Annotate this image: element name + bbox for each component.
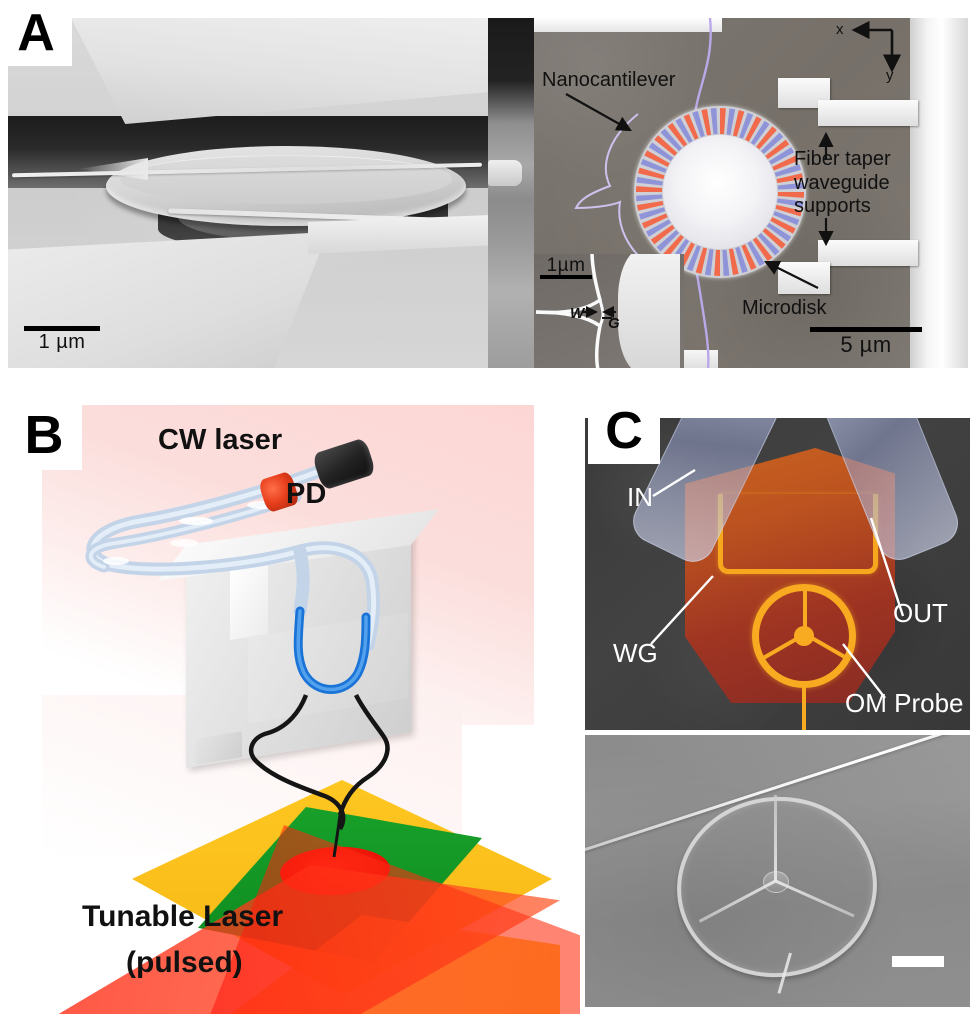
microdisk-body [106,146,466,226]
sem-spoke-1 [774,795,777,881]
panel-letter-a: A [0,0,72,66]
inset-dim-label-width: W [570,305,585,322]
label-nanocantilever: Nanocantilever [542,69,676,91]
panel-a-inset-taper-gap: 1µm W G [534,254,684,368]
scalebar-line [24,326,100,331]
inset-dim-label-gap: G [608,315,620,332]
label-tunable-laser: Tunable Laser [82,900,284,933]
optical-fiber-loop [85,460,390,858]
axis-label-x: x [836,21,844,38]
chip-edge-feature [488,160,522,186]
panel-c-bottom-sem-image [585,735,970,1007]
panel-b-schematic: CW laser PD Tunable Laser (pulsed) [0,395,580,1014]
label-out: OUT [893,598,948,628]
inset-scalebar-label: 1µm [546,255,586,276]
inset-dimension-arrows [582,306,616,319]
panel-a-right-sem-image: Nanocantilever Fiber taper waveguide sup… [488,18,968,368]
support-finger-2 [818,100,918,126]
panel-a-left-scalebar: 1 µm [24,326,100,354]
support-finger-4 [778,262,830,294]
scalebar-line [810,327,922,332]
label-om-probe: OM Probe [845,688,964,718]
microdisk-center [663,135,777,249]
lower-left-substrate-slab [8,232,328,368]
label-microdisk: Microdisk [742,297,827,319]
panel-c-bottom-scalebar [892,956,944,967]
label-fiber-taper-supports: Fiber taper waveguide supports [794,148,891,218]
panel-a-annotation-arrows [565,20,902,289]
support-finger-3 [818,240,918,266]
inset-support-block [618,254,680,368]
label-wg: WG [613,638,658,668]
panel-letter-c: C [588,398,660,464]
chip-edge-strip [488,18,534,368]
scalebar-label: 5 µm [840,332,892,357]
om-probe-stem [802,686,806,730]
panel-a-inset-scalebar: 1µm [540,256,592,279]
label-photodetector: PD [286,478,327,510]
microdisk-with-wgm-overlay [634,106,806,278]
nanocantilever-arc [574,113,653,269]
panel-letter-b: B [6,400,82,470]
label-in: IN [627,482,653,512]
microdisk-top-surface [120,155,452,204]
panel-c-leader-lines [650,468,905,699]
right-bright-edge [910,18,968,368]
inset-scalebar-line [540,275,592,279]
panel-a-right-scalebar: 5 µm [810,327,922,358]
panel-a-left-sem-image: 1 µm [8,18,488,368]
label-tunable-laser-pulsed: (pulsed) [126,946,243,979]
upper-substrate-slab [68,18,488,124]
top-support-pad [534,18,722,32]
label-cw-laser: CW laser [158,424,283,456]
scalebar-label: 1 µm [38,331,86,353]
panel-c-top-image: IN OUT WG OM Probe [585,418,970,730]
axis-label-y: y [886,67,894,84]
